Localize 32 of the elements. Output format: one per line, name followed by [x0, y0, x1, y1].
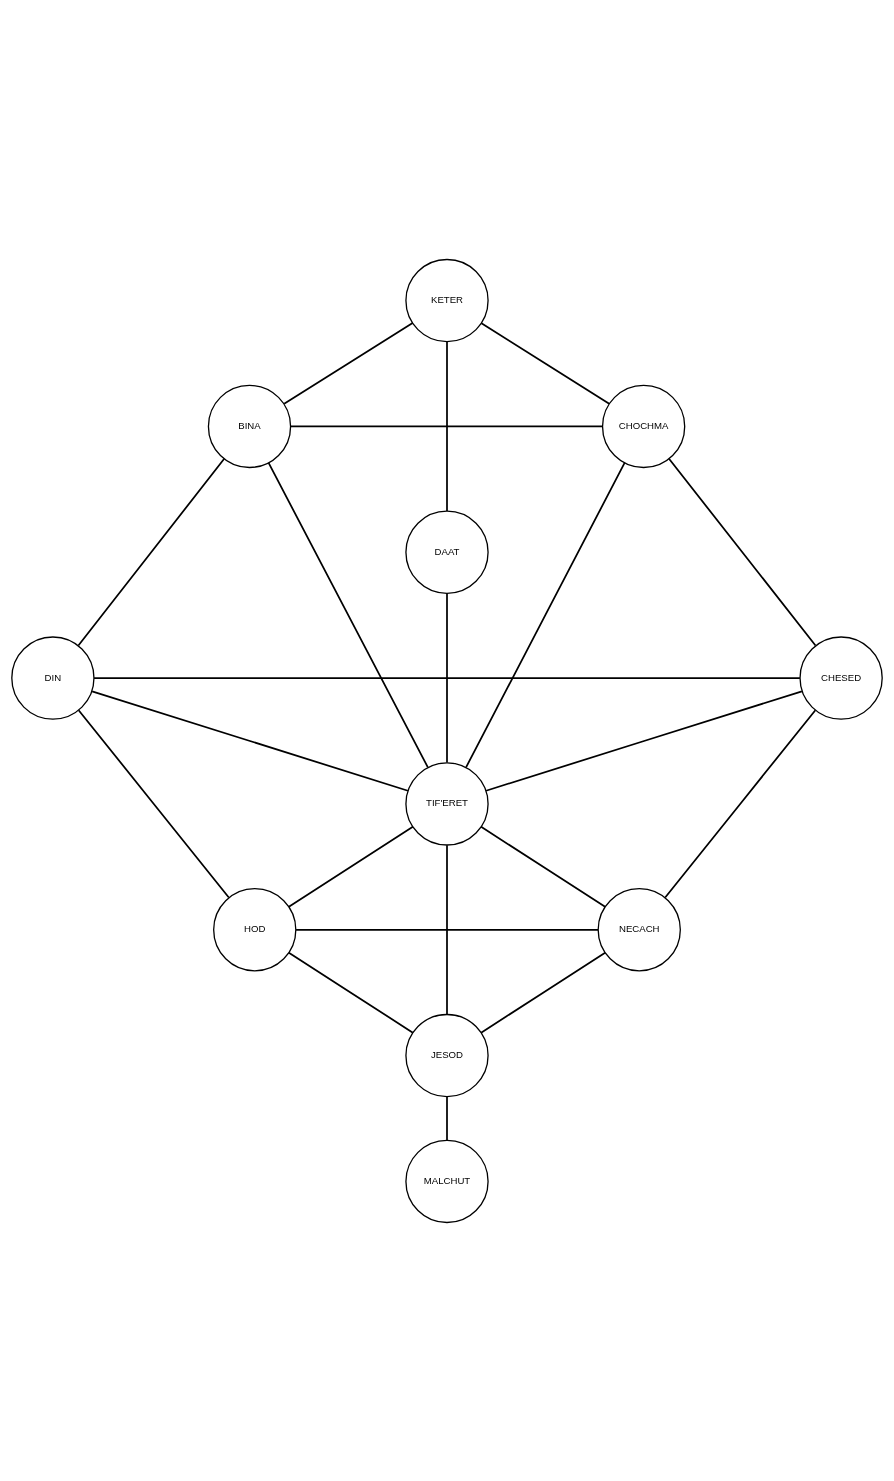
node-circle: JESOD: [405, 1013, 489, 1097]
connector: [446, 1095, 448, 1141]
node-circle: NECACH: [597, 887, 681, 971]
connector: [668, 457, 817, 646]
node-circle: CHOCHMA: [601, 384, 686, 468]
connector: [77, 457, 226, 646]
connector: [485, 689, 803, 792]
connector: [480, 321, 611, 405]
node-circle: DIN: [11, 635, 95, 720]
connector: [446, 592, 448, 763]
connector: [267, 461, 429, 768]
connector: [288, 951, 414, 1034]
connector: [480, 825, 606, 908]
node-circle: BINA: [207, 384, 292, 468]
connector: [480, 951, 606, 1034]
connector: [283, 321, 414, 405]
connector: [446, 340, 448, 512]
connector: [446, 843, 448, 1015]
connector: [289, 425, 604, 427]
connector: [93, 676, 801, 679]
connector: [295, 928, 599, 931]
node-circle: CHESED: [799, 635, 883, 720]
connector: [91, 689, 409, 792]
node-circle: MALCHUT: [405, 1139, 489, 1223]
node-circle: DAAT: [405, 510, 489, 594]
node-circle: KETER: [405, 258, 489, 342]
connector: [77, 708, 230, 898]
node-circle: TIF'ERET: [405, 761, 489, 846]
node-circle: HOD: [213, 887, 297, 971]
connector: [288, 825, 414, 908]
connector: [465, 461, 626, 768]
connector: [664, 708, 817, 898]
